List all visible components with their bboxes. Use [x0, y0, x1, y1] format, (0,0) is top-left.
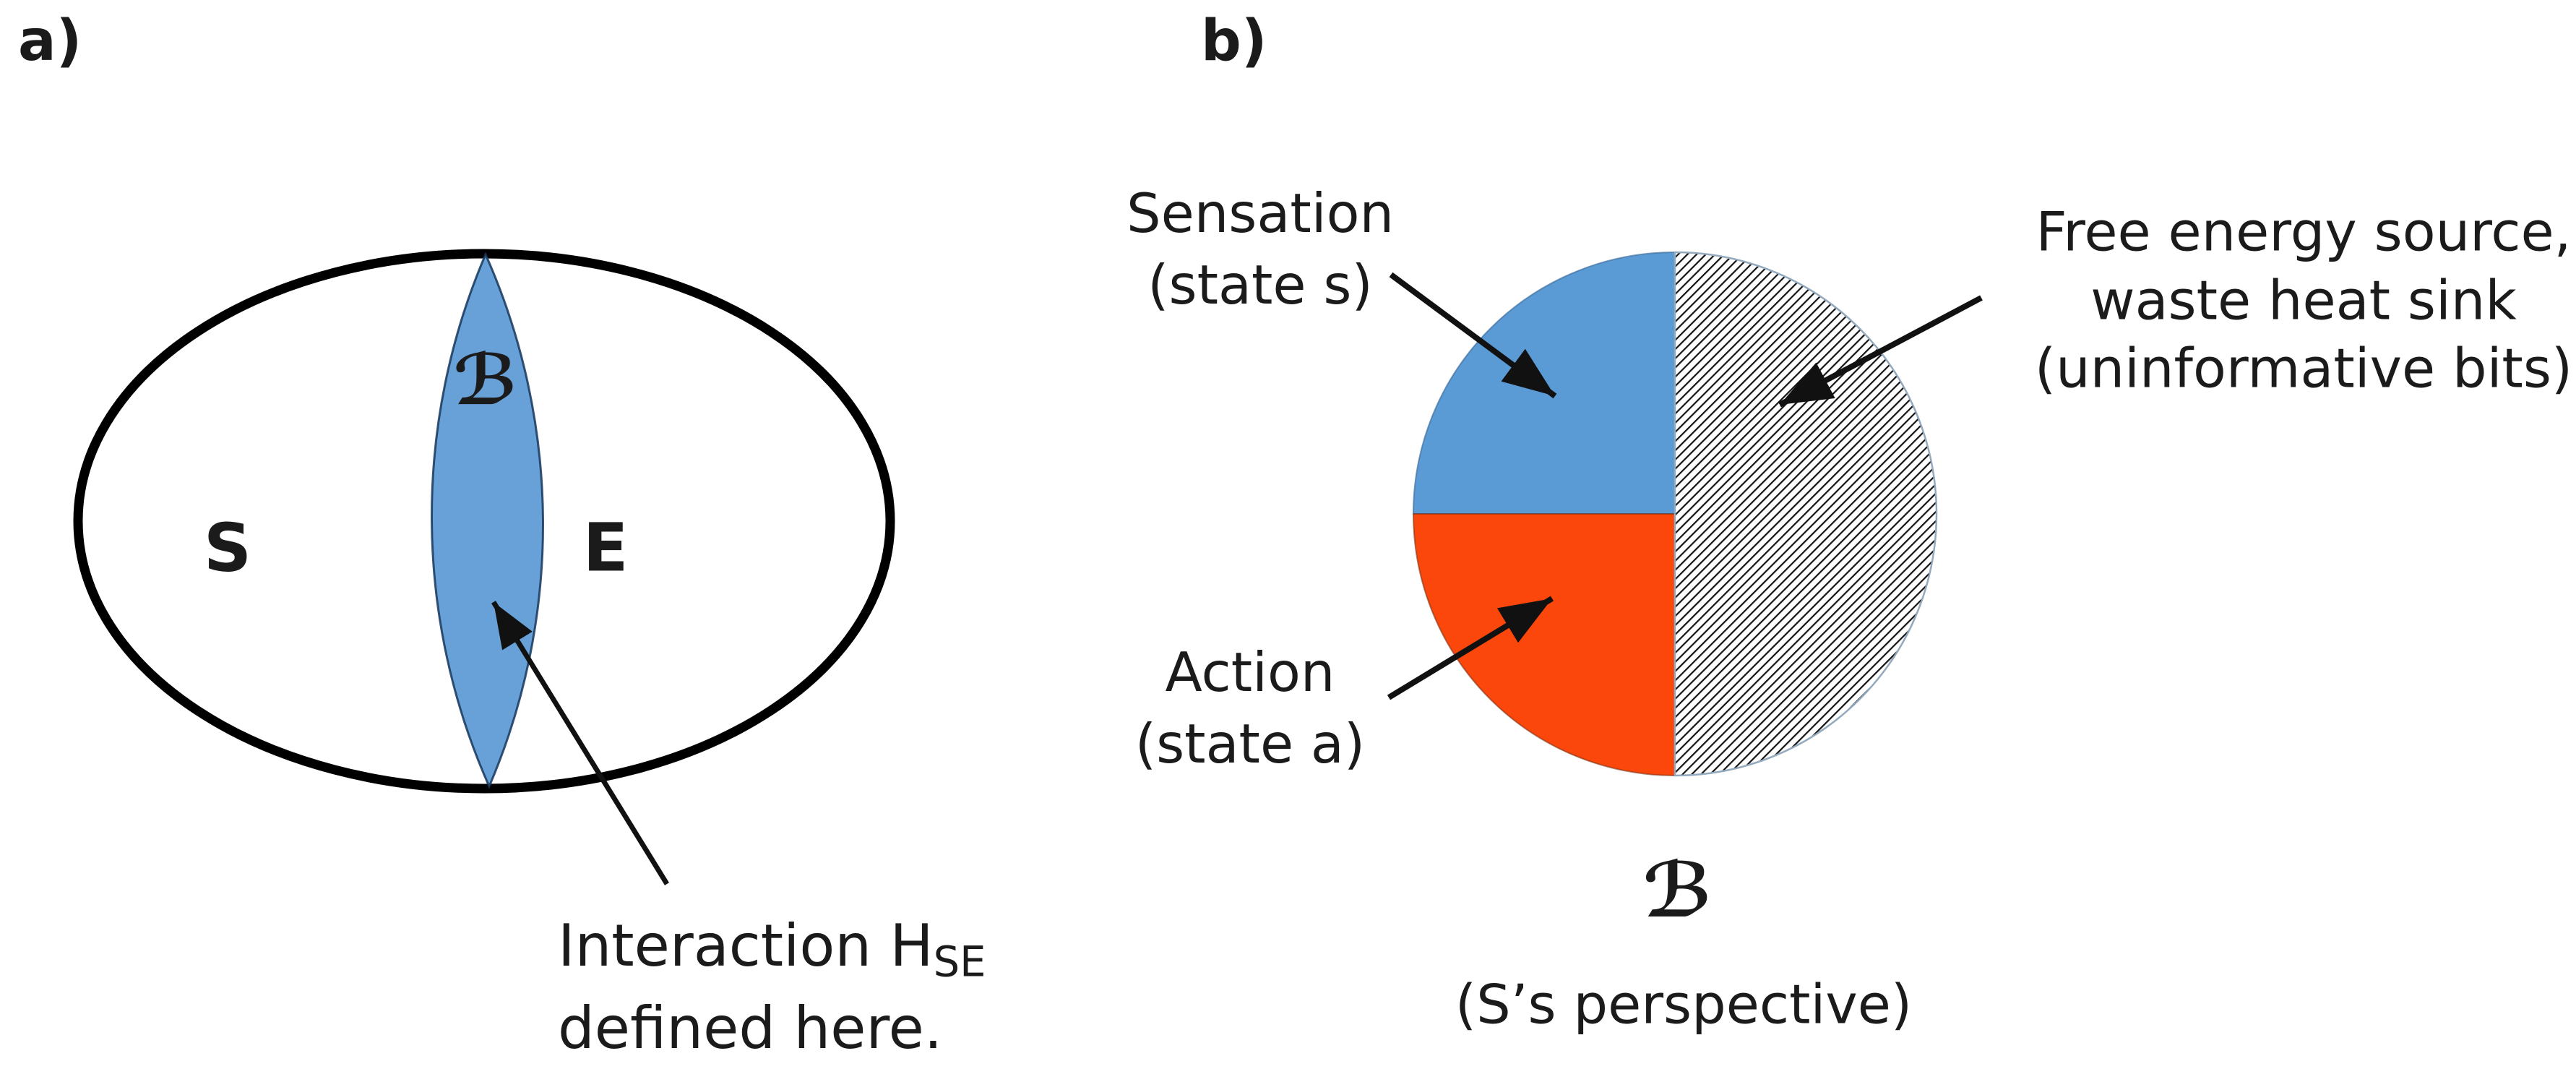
free-energy-arrow: [1778, 295, 1983, 408]
system-letter: S: [203, 509, 252, 587]
panel-b-label: b): [1201, 9, 1267, 74]
boundary-lens: [431, 254, 543, 786]
action-quadrant-edge: [1412, 513, 1676, 777]
action-label: Action (state a): [1135, 637, 1365, 780]
action-arrow: [1387, 596, 1554, 700]
free-energy-label-line3: (uninformative bits): [2034, 336, 2573, 400]
panel-a-label: a): [18, 9, 82, 74]
interaction-subscript: SE: [933, 937, 986, 987]
sensation-quadrant: [1413, 252, 1675, 514]
environment-half-hatched: [1673, 251, 1938, 777]
sensation-quadrant-edge: [1412, 251, 1676, 515]
sensation-label: Sensation (state s): [1127, 178, 1394, 321]
free-energy-label-line1: Free energy source,: [2036, 199, 2572, 264]
action-label-line1: Action: [1165, 640, 1335, 704]
free-energy-label-line2: waste heat sink: [2090, 267, 2517, 332]
interaction-annotation-line1: Interaction HSE: [558, 912, 986, 987]
interaction-annotation: Interaction HSE defined here.: [558, 905, 986, 1069]
sensation-label-line2: (state s): [1147, 253, 1373, 317]
free-energy-label: Free energy source, waste heat sink (uni…: [2035, 197, 2572, 403]
interaction-annotation-line2: defined here.: [558, 994, 943, 1062]
action-label-line2: (state a): [1134, 712, 1366, 776]
sensation-arrow: [1389, 272, 1557, 399]
boundary-symbol-pie: ℬ: [1642, 846, 1713, 935]
action-quadrant: [1413, 514, 1675, 776]
perspective-caption: (S’s perspective): [1455, 972, 1913, 1036]
universe-ellipse: [73, 249, 895, 794]
boundary-symbol-lens: ℬ: [453, 340, 518, 421]
environment-letter: E: [582, 509, 629, 587]
interaction-arrow: [491, 601, 669, 885]
sensation-label-line1: Sensation: [1127, 181, 1394, 245]
boundary-lens-outline: [431, 252, 544, 789]
